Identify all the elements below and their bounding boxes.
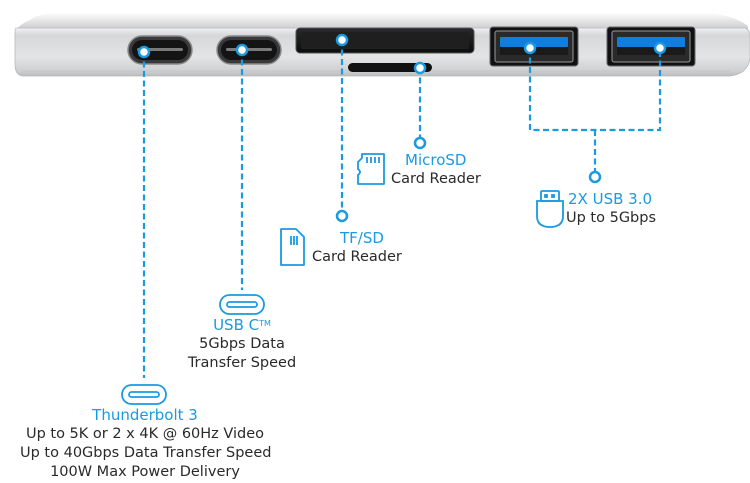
callout-thunderbolt: Thunderbolt 3 Up to 5K or 2 x 4K @ 60Hz … bbox=[20, 406, 272, 482]
usb3-title: 2X USB 3.0 bbox=[568, 190, 653, 208]
thunderbolt-port-icon bbox=[121, 384, 167, 405]
microsd-title: MicroSD bbox=[405, 151, 467, 169]
thunderbolt-line-1: Up to 5K or 2 x 4K @ 60Hz Video bbox=[25, 426, 265, 442]
end-circle-tfsd bbox=[335, 209, 349, 223]
sd-card-icon bbox=[280, 228, 305, 266]
usb-3-port-2 bbox=[606, 26, 696, 67]
marker-thunderbolt bbox=[137, 45, 151, 59]
marker-usb3-2 bbox=[653, 41, 667, 55]
hub-top-face bbox=[16, 12, 748, 30]
microsd-line-1: Card Reader bbox=[391, 171, 481, 187]
trademark: TM bbox=[259, 319, 271, 328]
microsd-slot bbox=[348, 63, 432, 72]
usb-c-port-icon bbox=[219, 294, 265, 315]
marker-microsd bbox=[413, 61, 427, 75]
tfsd-line-1: Card Reader bbox=[312, 249, 402, 265]
tf-sd-slot bbox=[295, 27, 475, 54]
marker-usbc bbox=[235, 43, 249, 57]
port-markers bbox=[137, 33, 667, 223]
tfsd-title: TF/SD bbox=[340, 229, 384, 247]
usb-a-plug-icon bbox=[536, 190, 564, 228]
leader-lines bbox=[142, 40, 662, 378]
thunderbolt-3-port bbox=[127, 35, 193, 65]
marker-tfsd bbox=[335, 33, 349, 47]
callout-tfsd: TF/SD Card Reader bbox=[312, 229, 412, 267]
usbc-line-1: 5Gbps Data bbox=[199, 336, 285, 352]
usb-c-port bbox=[216, 35, 282, 65]
callout-usb3: 2X USB 3.0 Up to 5Gbps bbox=[566, 190, 676, 228]
end-circle-usb3 bbox=[588, 170, 602, 184]
usbc-line-2: Transfer Speed bbox=[187, 355, 297, 371]
thunderbolt-line-2: Up to 40Gbps Data Transfer Speed bbox=[20, 445, 272, 461]
end-circle-microsd bbox=[413, 136, 427, 150]
thunderbolt-line-3: 100W Max Power Delivery bbox=[50, 464, 240, 480]
callout-usbc: USB CTM 5Gbps Data Transfer Speed bbox=[180, 316, 304, 373]
marker-usb3-1 bbox=[523, 41, 537, 55]
usbc-title: USB CTM bbox=[213, 316, 271, 334]
callout-microsd: MicroSD Card Reader bbox=[391, 151, 491, 189]
usb3-line-1: Up to 5Gbps bbox=[566, 210, 657, 226]
thunderbolt-title: Thunderbolt 3 bbox=[92, 406, 198, 424]
usb-c-hub bbox=[14, 12, 750, 77]
microsd-card-icon bbox=[357, 153, 385, 185]
